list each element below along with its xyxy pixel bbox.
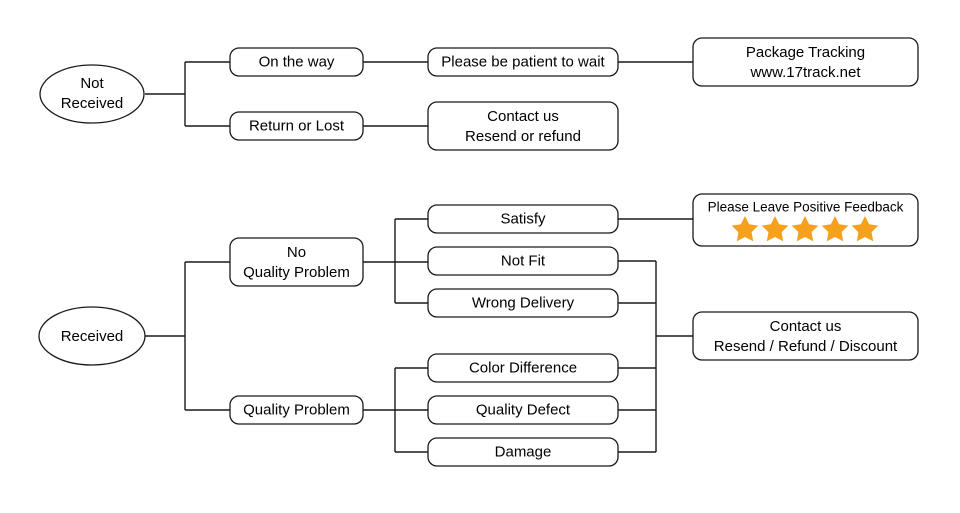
star-icon (821, 216, 849, 242)
node-not-received-label-line2: Received (61, 95, 124, 112)
node-contact-us-discount-line2: Resend / Refund / Discount (714, 338, 898, 355)
node-return-or-lost-label: Return or Lost (249, 117, 345, 134)
node-damage-label: Damage (495, 443, 552, 460)
node-color-difference-label: Color Difference (469, 359, 577, 376)
node-return-or-lost[interactable] (229, 111, 364, 141)
node-no-quality-problem-line1: No (287, 244, 306, 261)
node-please-be-patient-label: Please be patient to wait (441, 53, 605, 70)
node-please-be-patient[interactable] (427, 47, 619, 77)
node-no-quality-problem-line2: Quality Problem (243, 264, 350, 281)
node-on-the-way[interactable] (229, 47, 364, 77)
node-not-fit[interactable] (427, 246, 619, 276)
star-rating (731, 216, 879, 242)
node-quality-problem[interactable] (229, 395, 364, 425)
node-contact-us-resend-refund-line2: Resend or refund (465, 128, 581, 145)
node-color-difference[interactable] (427, 353, 619, 383)
node-not-received-label-line1: Not (80, 75, 104, 92)
node-package-tracking-line1: Package Tracking (746, 44, 865, 61)
node-not-received[interactable] (39, 64, 145, 124)
node-contact-us-resend-refund[interactable] (427, 101, 619, 151)
node-package-tracking-line2: www.17track.net (749, 64, 861, 81)
node-package-tracking[interactable] (692, 37, 919, 87)
node-contact-us-resend-refund-line1: Contact us (487, 108, 559, 125)
node-quality-defect-label: Quality Defect (476, 401, 571, 418)
node-positive-feedback-label: Please Leave Positive Feedback (708, 200, 904, 215)
node-satisfy-label: Satisfy (500, 210, 546, 227)
node-no-quality-problem[interactable] (229, 237, 364, 287)
node-contact-us-discount-line1: Contact us (770, 318, 842, 335)
node-received-label: Received (61, 328, 124, 345)
node-satisfy[interactable] (427, 204, 619, 234)
node-wrong-delivery-label: Wrong Delivery (472, 294, 575, 311)
node-received[interactable] (38, 306, 146, 366)
node-not-fit-label: Not Fit (501, 252, 546, 269)
star-icon (791, 216, 819, 242)
star-icon (731, 216, 759, 242)
node-damage[interactable] (427, 437, 619, 467)
star-icon (761, 216, 789, 242)
node-quality-problem-label: Quality Problem (243, 401, 350, 418)
node-wrong-delivery[interactable] (427, 288, 619, 318)
star-icon (851, 216, 879, 242)
node-quality-defect[interactable] (427, 395, 619, 425)
node-on-the-way-label: On the way (259, 53, 335, 70)
node-contact-us-resend-refund-discount[interactable] (692, 311, 919, 361)
